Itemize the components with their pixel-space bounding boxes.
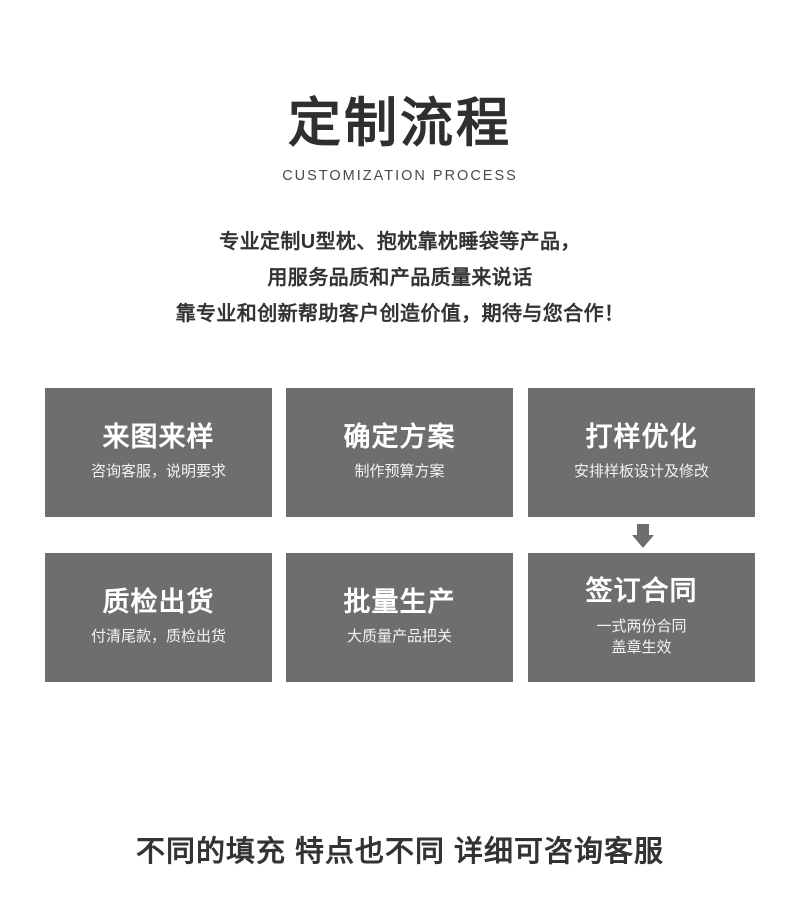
intro-line-3: 靠专业和创新帮助客户创造价值，期待与您合作！ (175, 302, 625, 325)
flow-step-2-desc-line-1: 制作预算方案 (354, 463, 445, 481)
flow-step-4-desc-line-2: 盖章生效 (611, 638, 672, 656)
process-flow-diagram: 来图来样 咨询客服，说明要求 确定方案 制作预算方案 (45, 388, 755, 682)
flow-step-6-desc: 付清尾款，质检出货 (91, 626, 226, 647)
arrow-down-icon (632, 524, 654, 548)
flow-step-6-title: 质检出货 (102, 586, 215, 617)
flow-step-1[interactable]: 来图来样 咨询客服，说明要求 (45, 388, 272, 517)
flow-step-6[interactable]: 质检出货 付清尾款，质检出货 (45, 553, 272, 682)
flow-step-2-title: 确定方案 (343, 421, 456, 452)
flow-step-5-desc: 大质量产品把关 (347, 626, 452, 647)
page-footer: 不同的填充 特点也不同 详细可咨询客服 (0, 828, 800, 870)
flow-step-4-desc-line-1: 一式两份合同 (596, 617, 687, 635)
flow-step-3[interactable]: 打样优化 安排样板设计及修改 (528, 388, 755, 517)
flow-step-5-title: 批量生产 (343, 586, 456, 617)
flow-step-2-desc: 制作预算方案 (354, 461, 444, 482)
flow-step-6-desc-line-1: 付清尾款，质检出货 (90, 628, 226, 646)
intro-line-1: 专业定制U型枕、抱枕靠枕睡袋等产品， (219, 230, 581, 253)
flow-step-3-desc: 安排样板设计及修改 (574, 461, 709, 482)
flow-step-4[interactable]: 签订合同 一式两份合同 盖章生效 (528, 553, 755, 682)
flow-step-4-desc: 一式两份合同 盖章生效 (596, 616, 686, 658)
page-header: 定制流程 CUSTOMIZATION PROCESS (0, 0, 800, 184)
footer-text: 不同的填充 特点也不同 详细可咨询客服 (135, 836, 665, 868)
flow-step-5-desc-line-1: 大质量产品把关 (346, 628, 452, 646)
flow-step-3-desc-line-1: 安排样板设计及修改 (573, 463, 709, 481)
flow-row-1: 来图来样 咨询客服，说明要求 确定方案 制作预算方案 (45, 388, 755, 517)
intro-paragraph: 专业定制U型枕、抱枕靠枕睡袋等产品， 用服务品质和产品质量来说话 靠专业和创新帮… (0, 224, 800, 332)
flow-step-1-title: 来图来样 (102, 421, 215, 452)
flow-step-1-desc-line-1: 咨询客服，说明要求 (90, 463, 226, 481)
flow-step-2[interactable]: 确定方案 制作预算方案 (286, 388, 513, 517)
page-title: 定制流程 (288, 94, 512, 153)
flow-step-4-title: 签订合同 (585, 576, 698, 607)
flow-step-5[interactable]: 批量生产 大质量产品把关 (286, 553, 513, 682)
flow-step-3-title: 打样优化 (585, 421, 698, 452)
intro-line-2: 用服务品质和产品质量来说话 (267, 266, 533, 289)
flow-step-1-desc: 咨询客服，说明要求 (91, 461, 226, 482)
page-subtitle: CUSTOMIZATION PROCESS (282, 167, 518, 184)
flow-row-2: 质检出货 付清尾款，质检出货 批量生产 大质量产品把关 (45, 553, 755, 682)
